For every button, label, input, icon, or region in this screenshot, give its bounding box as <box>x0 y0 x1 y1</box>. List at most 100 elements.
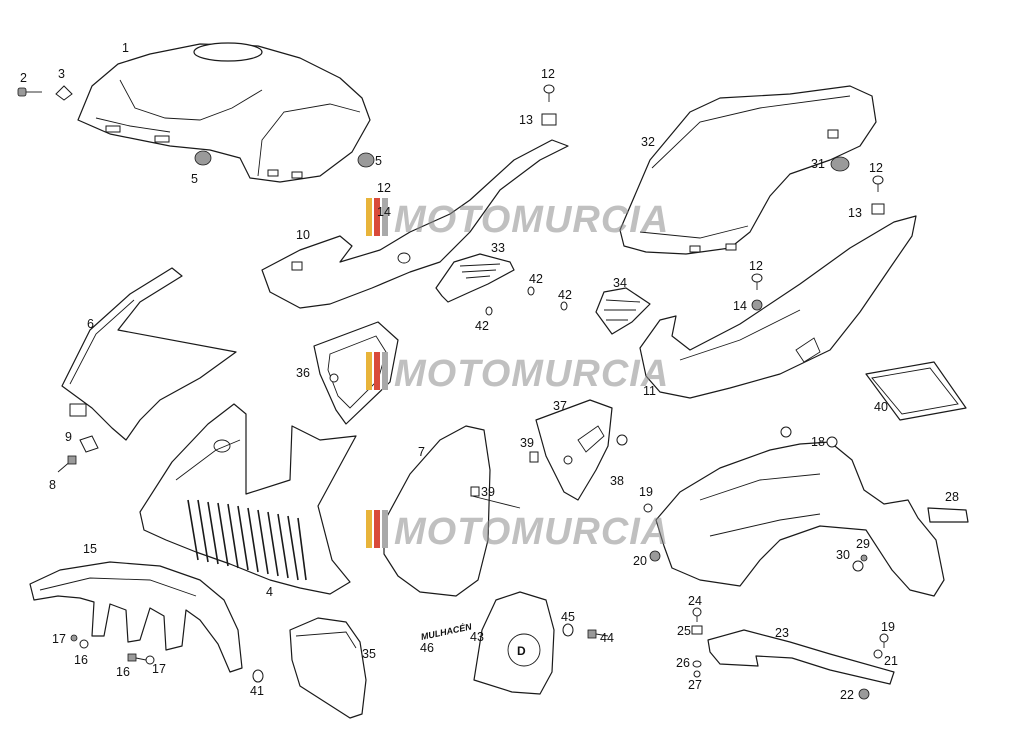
callout-14-left: 14 <box>377 205 391 219</box>
callout-18: 18 <box>811 435 825 449</box>
callout-40: 40 <box>874 400 888 414</box>
callout-5-right: 5 <box>375 154 382 168</box>
part-sprocket-cover-43: D <box>473 591 555 695</box>
part-side-cowl-10 <box>261 139 569 309</box>
radiator-grille <box>187 499 307 581</box>
callout-19-right: 19 <box>881 620 895 634</box>
callout-19-left: 19 <box>639 485 653 499</box>
callout-20: 20 <box>633 554 647 568</box>
callout-24: 24 <box>688 594 702 608</box>
callout-31: 31 <box>811 157 825 171</box>
part-screw-2 <box>17 87 42 97</box>
part-grommet-5-right <box>357 152 375 168</box>
part-washer-41 <box>252 669 264 683</box>
callout-33: 33 <box>491 241 505 255</box>
part-screw-8 <box>57 455 77 473</box>
callout-36: 36 <box>296 366 310 380</box>
callout-12-mid: 12 <box>749 259 763 273</box>
callout-3: 3 <box>58 67 65 81</box>
part-seat-32 <box>619 85 877 255</box>
watermark-text-bottom: MOTOMURCIA <box>394 511 669 553</box>
callout-22: 22 <box>840 688 854 702</box>
callout-23: 23 <box>775 626 789 640</box>
callout-16-right: 16 <box>116 665 130 679</box>
part-spacer-45 <box>562 623 574 637</box>
callout-12-left: 12 <box>377 181 391 195</box>
watermark-middle: MOTOMURCIA <box>366 352 669 395</box>
part-washers-29-30 <box>852 554 868 572</box>
callout-25: 25 <box>677 624 691 638</box>
callout-7: 7 <box>418 445 425 459</box>
part-clip-39-lower <box>470 486 480 497</box>
part-mesh-panel-34 <box>595 287 651 335</box>
part-screw-19-left <box>643 503 653 513</box>
callout-12-top: 12 <box>541 67 555 81</box>
part-side-panel-7 <box>383 425 521 597</box>
callout-17-left: 17 <box>52 632 66 646</box>
part-screw-16-17-right <box>127 653 155 665</box>
part-clip-3 <box>55 85 73 101</box>
callout-30: 30 <box>836 548 850 562</box>
watermark-top: MOTOMURCIA <box>366 198 669 241</box>
callout-9: 9 <box>65 430 72 444</box>
callout-32: 32 <box>641 135 655 149</box>
callout-26: 26 <box>676 656 690 670</box>
watermark-bottom: MOTOMURCIA <box>366 510 669 553</box>
callout-6: 6 <box>87 317 94 331</box>
part-clip-13-right <box>871 203 885 215</box>
callout-12-right: 12 <box>869 161 883 175</box>
part-nut-14-mid <box>751 299 763 311</box>
callout-44: 44 <box>600 631 614 645</box>
part-fairing-panel-6 <box>61 267 237 441</box>
callout-11: 11 <box>643 384 656 398</box>
callout-17-right: 17 <box>152 662 166 676</box>
callout-14-mid: 14 <box>733 299 747 313</box>
callout-39-upper: 39 <box>520 436 534 450</box>
callout-10: 10 <box>296 228 310 242</box>
part-clip-13-top <box>541 113 557 126</box>
callout-28: 28 <box>945 490 959 504</box>
callout-41: 41 <box>250 684 264 698</box>
callout-45: 45 <box>561 610 575 624</box>
callout-21: 21 <box>884 654 898 668</box>
part-side-cover-36 <box>313 321 399 425</box>
callout-13-top: 13 <box>519 113 533 127</box>
part-hardware-19-21-22 <box>858 633 889 700</box>
part-tail-cowl-11 <box>639 215 917 399</box>
callout-15: 15 <box>83 542 97 556</box>
part-mesh-bracket-33 <box>435 253 515 303</box>
part-screw-38 <box>616 434 628 446</box>
callout-labels: 1 2 3 4 5 5 6 7 8 9 10 11 12 12 12 12 13… <box>20 41 959 702</box>
callout-37: 37 <box>553 399 567 413</box>
part-screw-12-right <box>872 175 884 192</box>
part-screw-12-mid <box>751 273 763 290</box>
callout-13-right: 13 <box>848 206 862 220</box>
callout-4: 4 <box>266 585 273 599</box>
callout-42-a: 42 <box>529 272 543 286</box>
part-grab-bar-23 <box>707 629 895 685</box>
sprocket-cover-logo: D <box>517 644 526 658</box>
part-bolt-44 <box>587 629 609 639</box>
part-bracket-28 <box>927 507 969 523</box>
watermark-text-top: MOTOMURCIA <box>394 199 669 241</box>
callout-35: 35 <box>362 647 376 661</box>
part-screw-12-top <box>543 84 555 102</box>
callout-27: 27 <box>688 678 702 692</box>
part-radiator-shroud-4 <box>139 403 357 595</box>
part-rear-mudguard-18 <box>655 426 945 597</box>
part-grommet-31 <box>830 156 850 172</box>
part-side-cover-37 <box>535 399 613 501</box>
part-clip-39-upper <box>529 451 539 463</box>
callout-16-left: 16 <box>74 653 88 667</box>
part-front-mudguard-15 <box>29 561 243 673</box>
part-nut-20 <box>649 550 661 562</box>
watermark-text-middle: MOTOMURCIA <box>394 353 669 395</box>
callout-1: 1 <box>122 41 129 55</box>
part-grommet-5-left <box>194 150 212 166</box>
callout-5-left: 5 <box>191 172 198 186</box>
callout-42-c: 42 <box>558 288 572 302</box>
part-headlight-lens-35 <box>289 617 367 719</box>
decal-46-text: MULHACÉN <box>420 621 473 642</box>
callout-46: 46 <box>420 641 434 655</box>
